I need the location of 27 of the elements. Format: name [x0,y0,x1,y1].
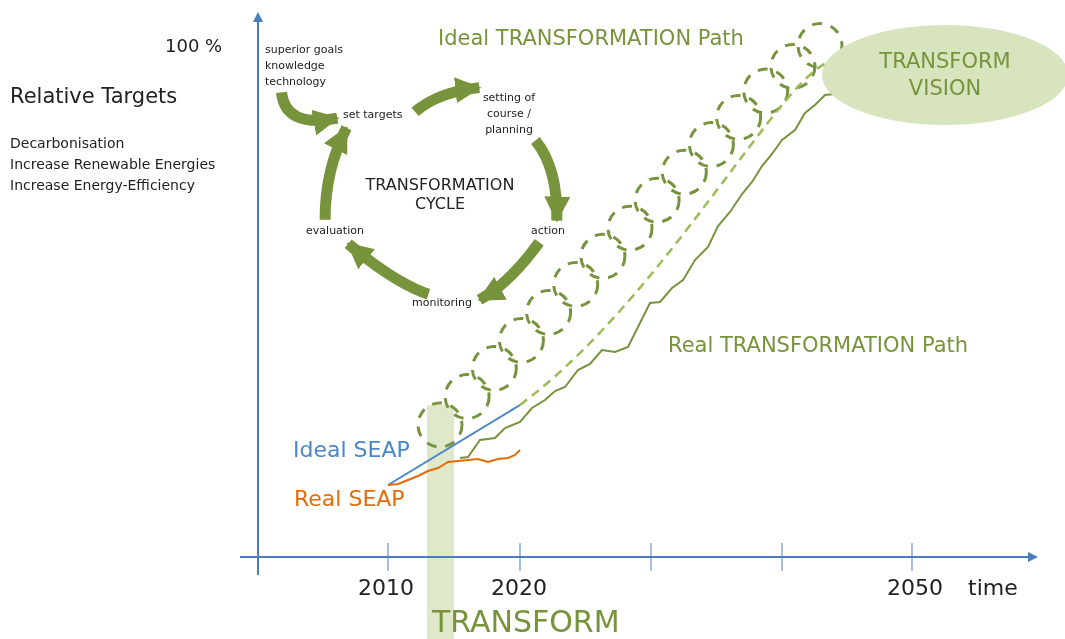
cycle-arrow [411,77,482,117]
target-text: Increase Renewable Energies [10,156,216,173]
step-text: evaluation [302,223,368,239]
axis-label: time [968,575,1018,602]
cycle-arrow [344,239,431,300]
cycle-title: TRANSFORMATION CYCLE [364,175,516,214]
path-label: Ideal TRANSFORMATION Path [438,26,744,52]
cycle-arrow [531,137,570,223]
line-label: Ideal SEAP [293,437,410,464]
target-text: Decarbonisation [10,135,125,152]
step-text: setting of course / planning [476,90,542,138]
step-text: monitoring [408,295,476,311]
step-text: action [526,223,570,239]
line-label: Real SEAP [294,486,405,513]
cycle-arrow [476,238,544,305]
step-text: set targets [343,107,413,123]
vision-ellipse: TRANSFORM VISION [822,25,1065,125]
input-text: superior goals knowledge technology [265,42,375,90]
heading-text: Relative Targets [10,84,178,110]
tick-label: 2010 [358,575,414,602]
band-label: TRANSFORM [432,604,620,639]
tick-label: 2050 [887,575,943,602]
cycle-arrow [319,125,352,220]
target-text: Increase Energy-Efficiency [10,177,195,194]
path-label: Real TRANSFORMATION Path [668,333,969,359]
tick-label: 2020 [491,575,547,602]
axis-label: 100 % [165,35,223,57]
